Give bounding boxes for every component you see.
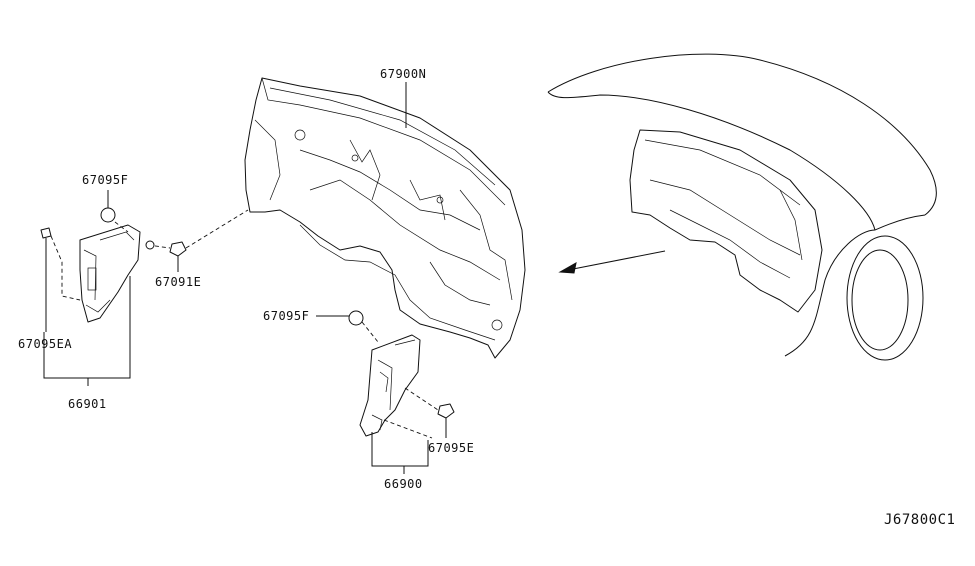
label-67095EA: 67095EA [18, 337, 72, 351]
left-trim-clip-hole [145, 240, 155, 250]
bracket-66901 [43, 276, 131, 379]
leader-dash-e-right [404, 387, 439, 411]
clip-67091E [169, 241, 187, 272]
vehicle-outline [547, 53, 937, 361]
label-67095F-top: 67095F [82, 173, 128, 187]
leader-dash-to-dash [185, 209, 249, 249]
label-67091E: 67091E [155, 275, 201, 289]
right-trim-part [359, 334, 421, 437]
dash-insulator-part [244, 77, 526, 359]
leader-dash-f-top [114, 221, 129, 233]
leader-dash-ea [50, 235, 81, 301]
direction-arrow [558, 250, 666, 274]
label-67900N: 67900N [380, 67, 426, 81]
clip-67095E [437, 403, 455, 438]
label-67095E: 67095E [428, 441, 474, 455]
diagram-code: J67800C1 [884, 512, 955, 528]
clip-67095EA [40, 227, 52, 332]
label-66901: 66901 [68, 397, 107, 411]
leader-dash-e-right-2 [383, 419, 433, 439]
label-66900: 66900 [384, 477, 423, 491]
bracket-66900 [371, 432, 429, 467]
fastener-67095F-mid [316, 310, 364, 326]
leader-dash-f-mid [361, 321, 379, 343]
label-67095F-mid: 67095F [263, 309, 309, 323]
left-trim-part [79, 224, 141, 323]
fastener-67095F-top [100, 190, 116, 223]
